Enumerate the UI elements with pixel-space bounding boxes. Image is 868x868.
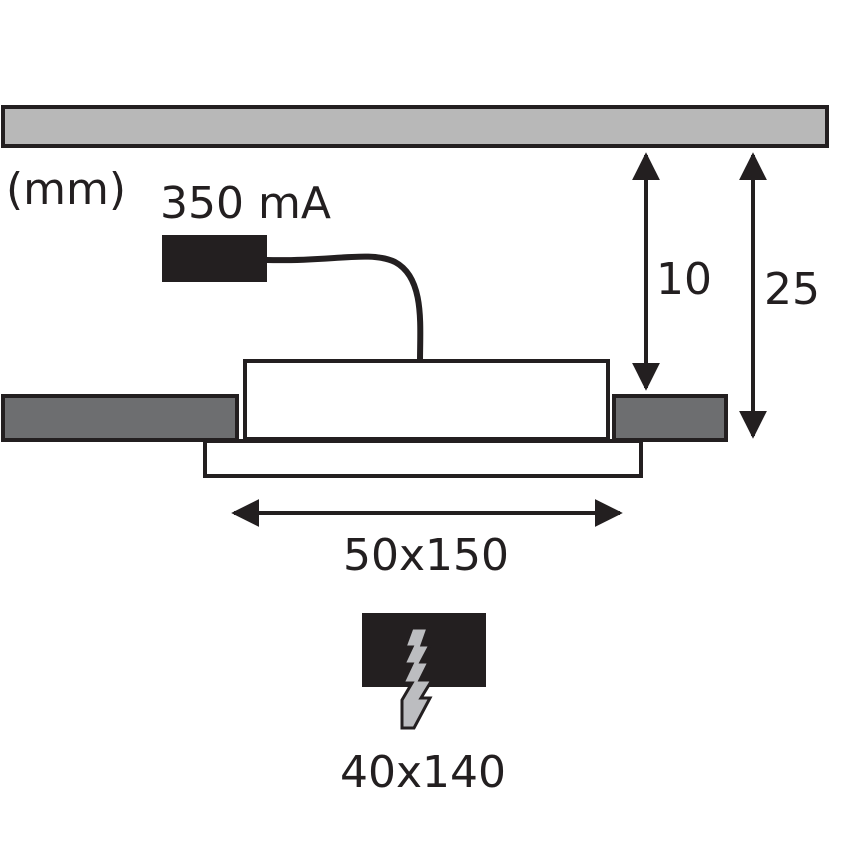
- fixture-size-label: 50x150: [343, 530, 509, 581]
- power-cable: [264, 253, 424, 365]
- mounting-panel-right: [612, 394, 728, 442]
- current-label: 350 mA: [160, 178, 331, 229]
- saw-cut-icon: [362, 613, 486, 730]
- fixture-body: [243, 359, 610, 441]
- cutout-size-label: 40x140: [340, 747, 506, 798]
- unit-label: (mm): [6, 164, 126, 215]
- fixture-flange: [203, 439, 643, 478]
- mounting-panel-left: [1, 394, 239, 442]
- ceiling-plate: [1, 105, 829, 148]
- gap-dimension-label: 10: [656, 254, 712, 305]
- depth-dimension-label: 25: [764, 264, 820, 315]
- driver-connector: [162, 235, 267, 282]
